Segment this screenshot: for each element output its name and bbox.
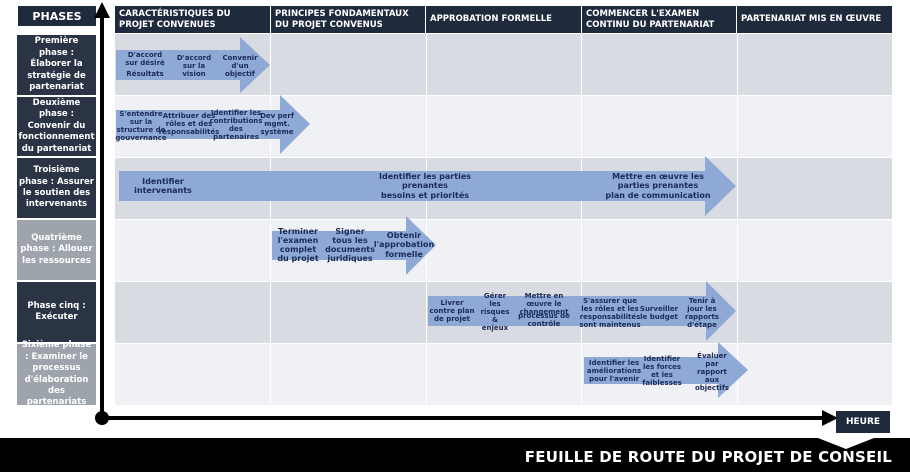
arrow-text: D'accord sur la vision (176, 53, 212, 79)
arrow-text: Obtenir l'approbation formelle (373, 231, 435, 259)
arrow-text: Identifier les améliorations pour l'aven… (586, 358, 642, 384)
arrow-text: S'assurer que les rôles et les responsab… (579, 296, 641, 330)
vertical-axis (100, 14, 104, 416)
grid-line (581, 34, 582, 405)
column-header-1: CARACTÉRISTIQUES DU PROJET CONVENUES (115, 6, 271, 33)
phase-label-2: Deuxième phase : Convenir du fonctionnem… (17, 97, 96, 156)
time-axis-label: HEURE (836, 411, 890, 433)
arrow-text: D'accord sur désiré (125, 50, 165, 67)
arrow-text: Mettre en œuvre le changement (520, 291, 569, 316)
arrow-row-6 (584, 342, 748, 398)
footer-notch (818, 438, 874, 449)
footer-bar (0, 438, 910, 472)
grid-line (737, 34, 738, 405)
arrow-text: Dev perf mgmt. système (260, 111, 294, 137)
horizontal-axis (102, 416, 827, 420)
arrow-text: Surveiller le budget (639, 304, 679, 321)
arrow-row-3 (119, 156, 736, 216)
arrow-text: besoins et priorités (380, 191, 470, 201)
arrow-text: Convenir d'un objectif (222, 53, 258, 79)
phase-label-3: Troisième phase : Assurer le soutien des… (17, 158, 96, 218)
phase-label-5: Phase cinq : Exécuter (17, 282, 96, 342)
arrow-text: Gérer les risques & enjeux (480, 291, 510, 333)
arrow-row-5 (428, 281, 736, 341)
phase-label-6: Sixième phase : Examiner le processus d'… (17, 340, 96, 407)
arrow-text: S'entendre sur la structure de gouvernan… (115, 109, 167, 143)
arrow-text: Terminer l'examen complet du projet (277, 226, 319, 264)
arrow-text: plan de communication (605, 191, 711, 201)
column-header-3: APPROBATION FORMELLE (426, 6, 582, 33)
grid-line (426, 34, 427, 405)
row-6-background (115, 344, 892, 405)
arrow-text: processus de contrôle (518, 311, 570, 328)
arrow-text: Livrer contre plan de projet (429, 298, 475, 324)
arrow-text: Attribuer des rôles et des responsabilit… (158, 111, 220, 137)
phases-header: PHASES (18, 6, 96, 26)
column-header-2: PRINCIPES FONDAMENTAUX DU PROJET CONVENU… (271, 6, 426, 33)
arrow-row-4 (272, 216, 436, 275)
arrow-row-1 (116, 37, 270, 93)
arrow-text: Tenir à jour les rapports d'étape (685, 296, 719, 330)
arrow-text: Évaluer par rapport aux objectifs (694, 351, 730, 393)
column-header-5: PARTENARIAT MIS EN ŒUVRE (737, 6, 892, 33)
phase-label-1: Première phase : Élaborer la stratégie d… (17, 35, 96, 95)
column-header-4: COMMENCER L'EXAMEN CONTINU DU PARTENARIA… (582, 6, 737, 33)
arrow-text: Identifier intervenants (134, 176, 192, 195)
row-4-background (115, 220, 892, 281)
arrow-text: Mettre en œuvre les parties prenantes (612, 171, 704, 190)
arrow-text: Identifier les parties prenantes (378, 171, 471, 190)
axis-right-arrow-icon (822, 410, 838, 426)
axis-up-arrow-icon (94, 2, 110, 18)
phase-label-4: Quatrième phase : Allouer les ressources (17, 220, 96, 280)
footer-title: FEUILLE DE ROUTE DU PROJET DE CONSEIL (524, 448, 892, 466)
arrow-text: Résultats (126, 69, 164, 78)
grid-line (270, 34, 271, 405)
axis-origin-dot (95, 411, 109, 425)
arrow-row-2 (116, 95, 310, 154)
arrow-text: Signer tous les documents juridiques (325, 226, 375, 264)
arrow-text: Identifier les forces et les faiblesses (642, 354, 682, 388)
arrow-text: Identifier les contributions des partena… (209, 108, 263, 142)
